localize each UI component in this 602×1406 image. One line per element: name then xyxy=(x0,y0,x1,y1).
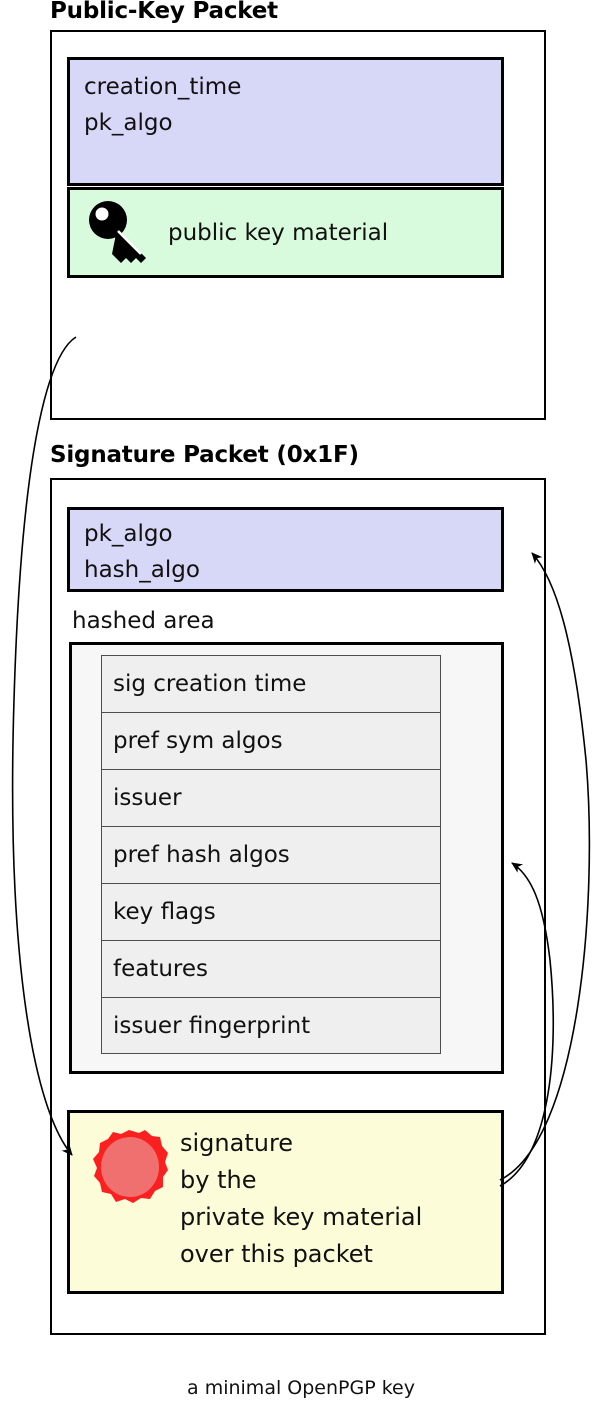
hashed-area-label: hashed area xyxy=(72,608,215,634)
hashed-area-box: sig creation time pref sym algos issuer … xyxy=(69,642,504,1074)
subpacket-row[interactable]: pref hash algos xyxy=(101,826,441,883)
subpacket-row[interactable]: features xyxy=(101,940,441,997)
public-key-material-label: public key material xyxy=(168,220,389,246)
public-key-packet-box: creation_time pk_algo ... public key mat… xyxy=(50,30,546,420)
subpacket-list: sig creation time pref sym algos issuer … xyxy=(101,655,441,1054)
signature-packet-box: pk_algo hash_algo hashed area sig creati… xyxy=(50,478,546,1335)
subpacket-row[interactable]: issuer xyxy=(101,769,441,826)
signature-algo-text: pk_algo hash_algo xyxy=(84,521,200,583)
signature-field: signature by the private key material ov… xyxy=(67,1110,504,1294)
signature-algo-field: pk_algo hash_algo xyxy=(67,507,504,592)
key-icon xyxy=(89,201,146,263)
public-key-packet-title: Public-Key Packet xyxy=(50,0,278,24)
wax-seal-icon xyxy=(93,1130,168,1203)
signature-field-text: signature by the private key material ov… xyxy=(180,1129,423,1268)
signature-packet-title: Signature Packet (0x1F) xyxy=(50,442,359,468)
subpacket-row[interactable]: sig creation time xyxy=(101,655,441,712)
diagram-caption: a minimal OpenPGP key xyxy=(187,1377,415,1399)
subpacket-row[interactable]: pref sym algos xyxy=(101,712,441,769)
public-key-material-field: public key material xyxy=(67,187,504,278)
subpacket-row[interactable]: issuer fingerprint xyxy=(101,997,441,1054)
public-key-header-field: creation_time pk_algo ... xyxy=(67,57,504,208)
subpacket-row[interactable]: key flags xyxy=(101,883,441,940)
